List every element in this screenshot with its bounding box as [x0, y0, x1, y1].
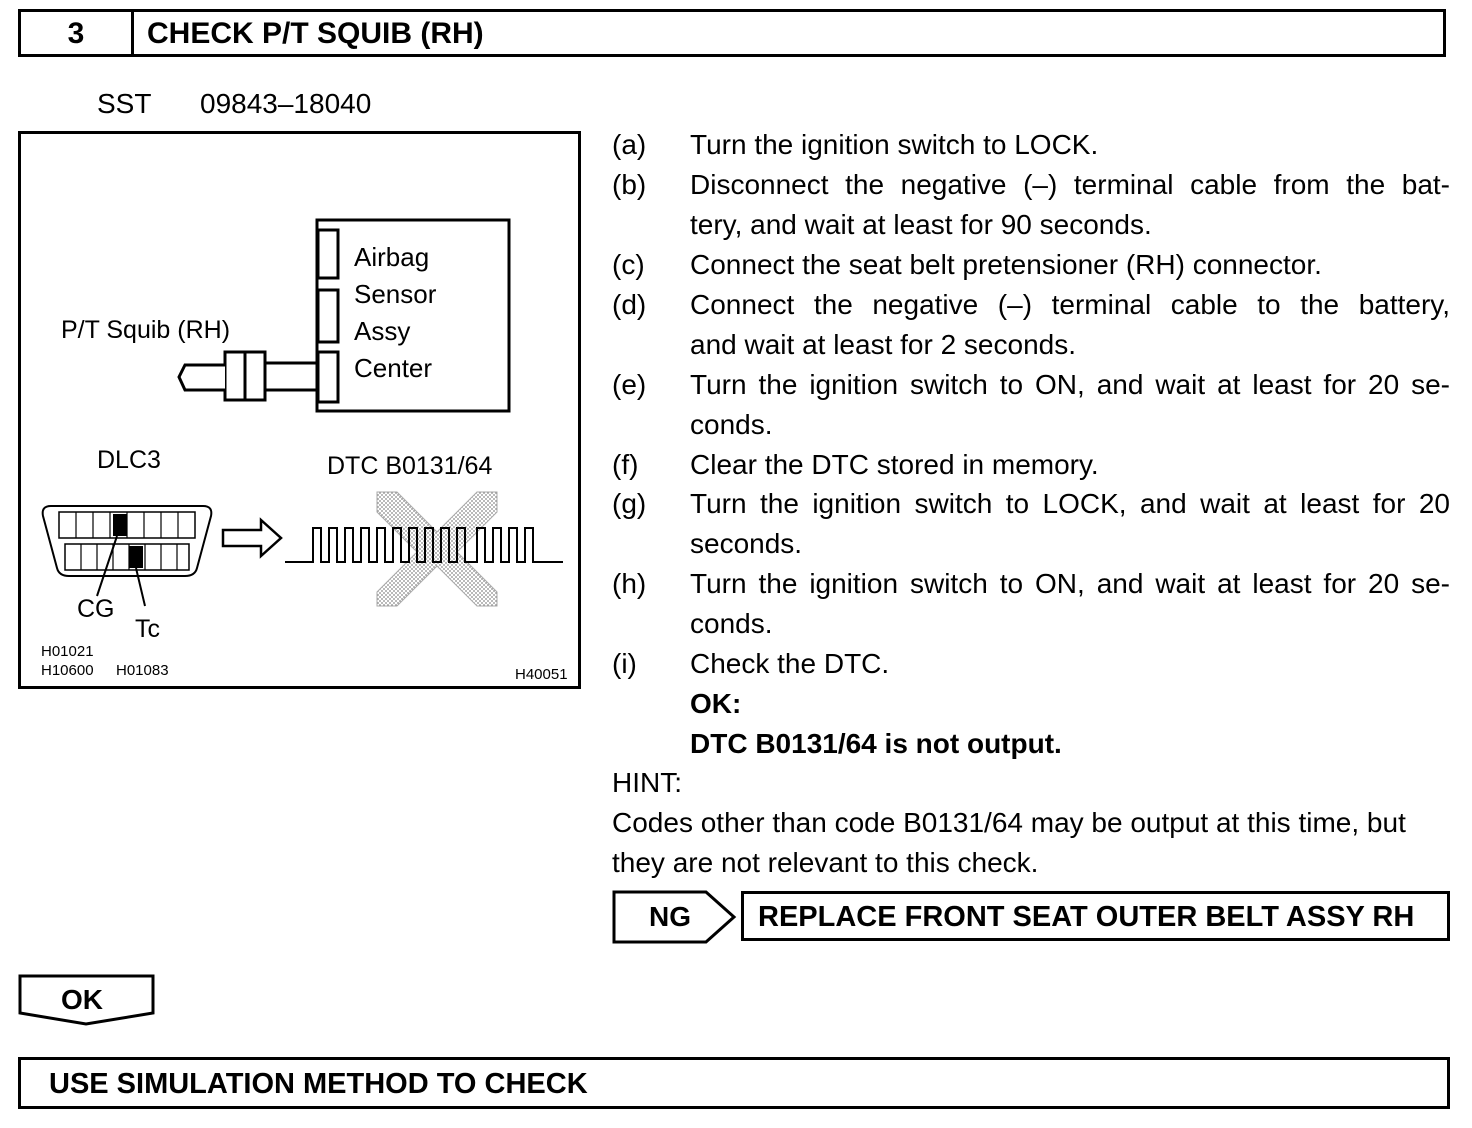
- step-letter: (i): [612, 648, 637, 679]
- step-text: conds.: [690, 608, 773, 639]
- step-text: Turn the ignition switch to ON, and wait…: [690, 568, 1450, 599]
- module-label-line-2: Sensor: [354, 279, 437, 309]
- step-text: Turn the ignition switch to LOCK.: [690, 129, 1099, 160]
- sst-number: 09843–18040: [200, 88, 372, 119]
- hint-text: Codes other than code B0131/64 may be ou…: [612, 807, 1406, 878]
- step-text: Check the DTC.: [690, 648, 890, 679]
- step-letter: (e): [612, 369, 647, 400]
- wiring-diagram: Airbag Sensor Assy Center P/T Squib (RH)…: [41, 218, 568, 683]
- module-label-line-4: Center: [354, 353, 432, 383]
- step-letter: (h): [612, 568, 647, 599]
- arrow-right-icon: [221, 517, 283, 559]
- dlc3-connector-icon: [41, 505, 213, 607]
- pin-label-tc: Tc: [135, 615, 160, 643]
- airbag-sensor-module: Airbag Sensor Assy Center: [315, 218, 511, 413]
- step-text: and wait at least for 2 seconds.: [690, 329, 1076, 360]
- ng-label: NG: [649, 901, 691, 932]
- module-label-line-3: Assy: [354, 316, 410, 346]
- step-letter: (d): [612, 289, 647, 320]
- step-text: Turn the ignition switch to LOCK, and wa…: [690, 488, 1450, 519]
- module-label-line-1: Airbag: [354, 242, 429, 272]
- sst-label: SST: [97, 88, 152, 119]
- dtc-waveform: [285, 527, 563, 563]
- step-text: seconds.: [690, 528, 803, 559]
- ok-arrow: OK: [18, 974, 155, 1026]
- ok-label: OK: [61, 984, 103, 1015]
- ok-condition-text: DTC B0131/64 is not output.: [690, 728, 1062, 759]
- ng-result-box: REPLACE FRONT SEAT OUTER BELT ASSY RH: [741, 891, 1450, 941]
- step-text: Turn the ignition switch to ON, and wait…: [690, 369, 1450, 400]
- step-text: Disconnect the negative (–) terminal cab…: [690, 169, 1450, 200]
- wiring-diagram-figure: Airbag Sensor Assy Center P/T Squib (RH)…: [18, 131, 581, 689]
- ok-condition-label: OK:: [690, 688, 742, 719]
- ref-code-2: H10600: [41, 662, 94, 679]
- ng-arrow: NG: [612, 890, 737, 944]
- step-letter: (f): [612, 449, 639, 480]
- crossed-out-mark: [376, 491, 498, 607]
- step-text: Clear the DTC stored in memory.: [690, 449, 1099, 480]
- step-letter: (a): [612, 129, 647, 160]
- step-text: Connect the seat belt pretensioner (RH) …: [690, 249, 1322, 280]
- step-text: tery, and wait at least for 90 seconds.: [690, 209, 1152, 240]
- ref-code-1: H01021: [41, 643, 94, 660]
- step-text: conds.: [690, 409, 773, 440]
- pin-label-cg: CG: [77, 595, 115, 623]
- hint-label: HINT:: [612, 767, 682, 798]
- squib-label: P/T Squib (RH): [61, 316, 230, 344]
- squib-connector: [177, 350, 318, 402]
- dtc-label: DTC B0131/64: [327, 452, 492, 480]
- step-number: 3: [21, 12, 134, 54]
- ref-code-3: H01083: [116, 662, 169, 679]
- step-text: Connect the negative (–) terminal cable …: [690, 289, 1450, 320]
- step-letter: (c): [612, 249, 645, 280]
- step-title: CHECK P/T SQUIB (RH): [147, 17, 484, 50]
- step-letter: (g): [612, 488, 647, 519]
- next-step-box: USE SIMULATION METHOD TO CHECK: [18, 1057, 1450, 1109]
- figure-code: H40051: [515, 666, 568, 683]
- dlc-label: DLC3: [97, 446, 161, 474]
- step-letter: (b): [612, 169, 647, 200]
- step-header: 3 CHECK P/T SQUIB (RH): [18, 9, 1446, 57]
